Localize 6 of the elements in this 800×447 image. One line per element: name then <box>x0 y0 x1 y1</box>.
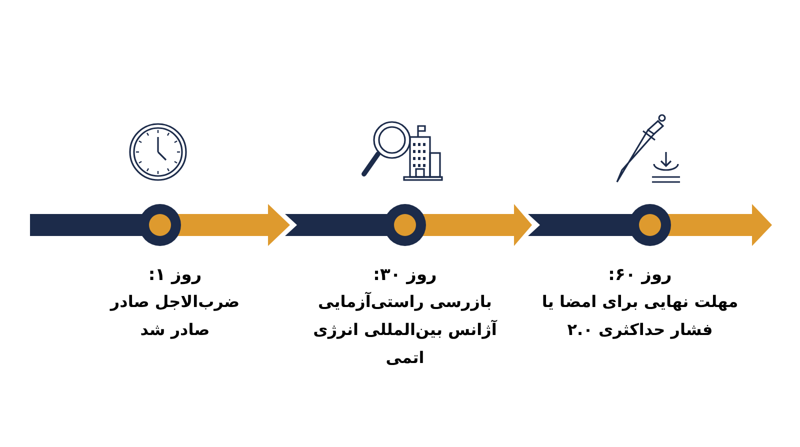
milestone-text: بازرسی راستی‌آزمایی آژانس بین‌المللی انرژی اتمی <box>312 291 498 369</box>
milestone-text: مهلت نهایی برای امضا یا فشار حداکثری ۲.۰ <box>540 291 740 341</box>
day-heading: روز ۳۰: <box>372 264 438 287</box>
day-heading: روز ۶۰: <box>607 264 673 287</box>
milestone-text: ضرب‌الاجل صادر صادر شد <box>108 291 241 341</box>
day-heading: روز ۱: <box>147 264 203 287</box>
